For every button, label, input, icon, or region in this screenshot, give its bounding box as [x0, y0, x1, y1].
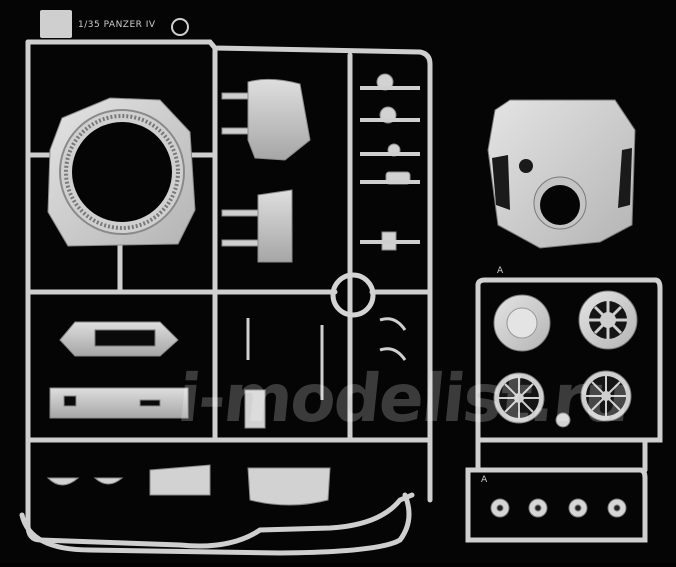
sprue-tag — [40, 10, 189, 38]
bracket-plate-part — [59, 321, 179, 357]
turret-ring-part — [47, 97, 196, 247]
road-wheel-2 — [580, 370, 632, 422]
sprocket-wheel-2 — [578, 290, 638, 350]
watermark-text: i-modelist.ru — [173, 360, 633, 437]
plate-part-middle — [221, 189, 293, 263]
small-parts-column — [360, 73, 420, 251]
small-cap-part — [555, 412, 571, 428]
rod-parts — [244, 317, 407, 429]
sprue-letter-upper: A — [497, 266, 504, 276]
small-dish-parts — [46, 464, 331, 506]
sprue-scale-marking: 1/35 PANZER IV — [78, 20, 156, 30]
sprue-letter-lower: A — [481, 475, 488, 485]
hatch-part-top — [221, 78, 311, 161]
small-caps-row — [490, 498, 627, 518]
sprocket-wheel-1 — [493, 294, 551, 352]
hull-part — [487, 99, 636, 249]
long-plate-part — [49, 387, 189, 419]
right-sprue-frame — [465, 277, 663, 543]
left-sprue-frame — [19, 39, 433, 556]
road-wheel-1 — [493, 372, 545, 424]
sprue-ring — [330, 272, 376, 318]
